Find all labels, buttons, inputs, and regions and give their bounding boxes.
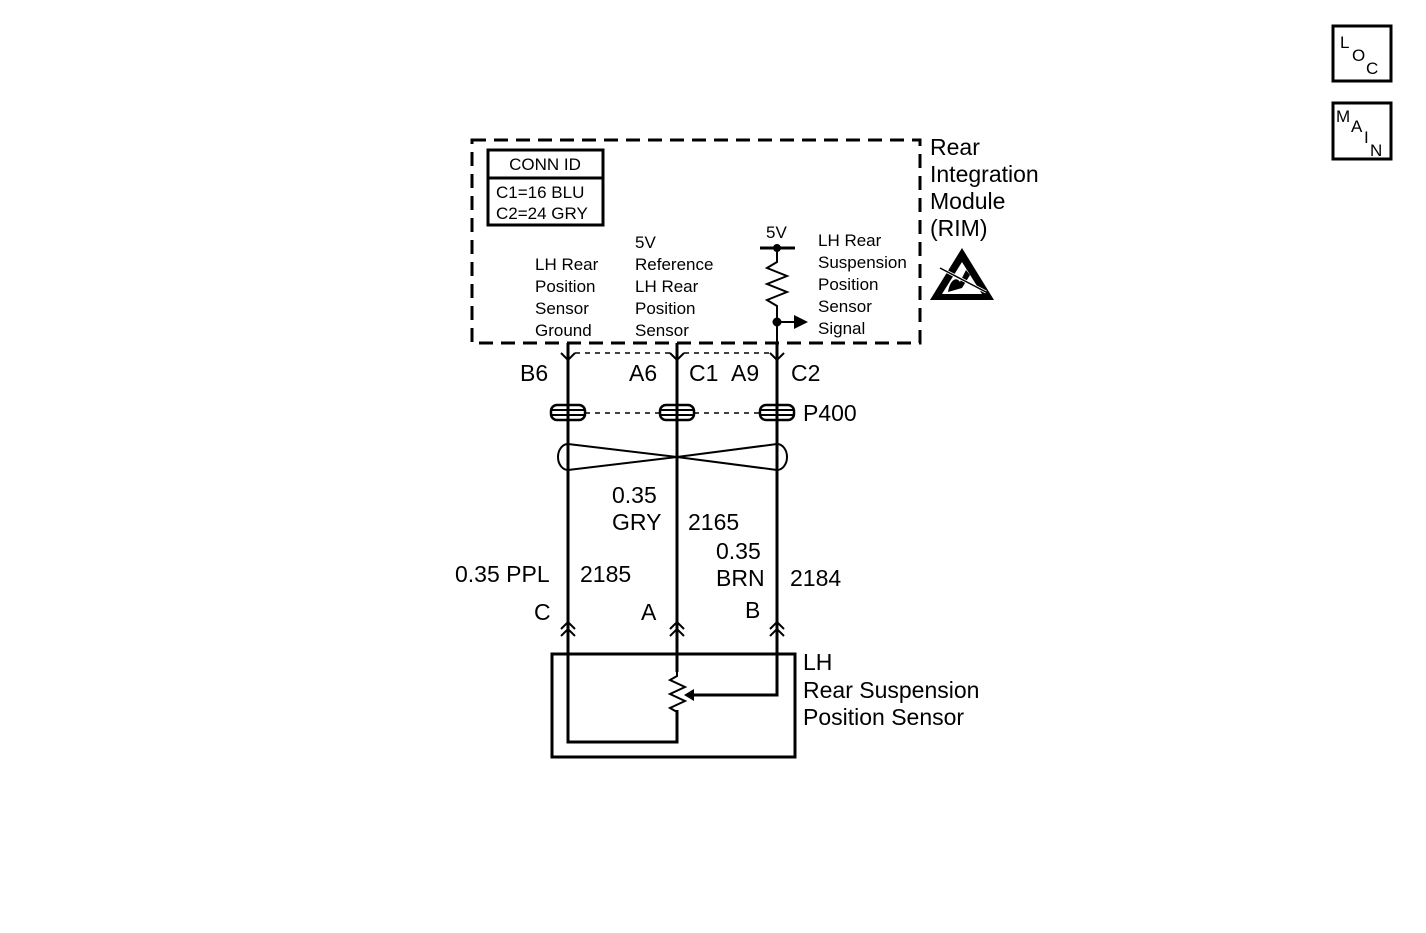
rim-title-line-2: Integration	[930, 161, 1039, 187]
ground-wire-circuit: 2185	[580, 561, 631, 587]
main-button-letter-3: I	[1364, 128, 1369, 147]
sensor-body	[550, 652, 797, 759]
signal-wire-gauge: 0.35	[716, 538, 761, 564]
main-button-letter-2: A	[1351, 117, 1363, 136]
pin-b6-label: B6	[520, 360, 548, 386]
reference-label-line-2: Reference	[635, 255, 713, 274]
main-button-letter-1: M	[1336, 107, 1350, 126]
conn-c1-label: C1	[689, 360, 718, 386]
p400-connector	[549, 403, 796, 422]
sensor-title-line-2: Rear Suspension	[803, 677, 979, 703]
rim-title-line-3: Module	[930, 188, 1005, 214]
signal-label-line-5: Signal	[818, 319, 865, 338]
signal-label-line-3: Position	[818, 275, 878, 294]
signal-wire-color: BRN	[716, 565, 765, 591]
ground-label-line-2: Position	[535, 277, 595, 296]
pullup-resistor-symbol	[760, 244, 808, 343]
rim-module-title: Rear Integration Module (RIM)	[930, 134, 1039, 241]
pin-a9-label: A9	[731, 360, 759, 386]
sensor-title-line-3: Position Sensor	[803, 704, 964, 730]
reference-wire-circuit: 2165	[688, 509, 739, 535]
conn-id-box: CONN ID C1=16 BLU C2=24 GRY	[486, 148, 605, 227]
loc-button-letter-2: O	[1352, 46, 1365, 65]
reference-internal-label: 5V Reference LH Rear Position Sensor	[635, 233, 713, 340]
main-button-letter-4: N	[1370, 141, 1382, 160]
loc-button-letter-3: C	[1366, 59, 1378, 78]
rim-module-outline	[470, 138, 922, 345]
reference-label-line-3: LH Rear	[635, 277, 699, 296]
wire-signal-2184	[694, 343, 779, 697]
ground-label-line-1: LH Rear	[535, 255, 599, 274]
signal-label-line-2: Suspension	[818, 253, 907, 272]
module-pin-terminals	[560, 352, 785, 362]
reference-wire-color: GRY	[612, 509, 661, 535]
terminal-c-label: C	[534, 599, 551, 625]
ground-label-line-3: Sensor	[535, 299, 589, 318]
reference-label-line-1: 5V	[635, 233, 656, 252]
signal-label-line-1: LH Rear	[818, 231, 882, 250]
conn-id-line-2: C2=24 GRY	[496, 204, 588, 223]
terminal-b-label: B	[745, 597, 760, 623]
loc-button[interactable]: L O C	[1331, 24, 1393, 83]
ground-wire-gauge-color: 0.35 PPL	[455, 561, 550, 587]
esd-sensitive-icon	[930, 248, 994, 300]
conn-c2-label: C2	[791, 360, 820, 386]
ground-label-line-4: Ground	[535, 321, 592, 340]
signal-wire-circuit: 2184	[790, 565, 841, 591]
ground-internal-label: LH Rear Position Sensor Ground	[535, 255, 599, 340]
terminal-a-label: A	[641, 599, 657, 625]
loc-button-letter-1: L	[1340, 33, 1349, 52]
main-button[interactable]: M A I N	[1331, 101, 1393, 161]
rim-title-line-1: Rear	[930, 134, 980, 160]
signal-label-line-4: Sensor	[818, 297, 872, 316]
twisted-pair-symbol	[557, 442, 788, 472]
reference-label-line-4: Position	[635, 299, 695, 318]
conn-id-header: CONN ID	[509, 155, 581, 174]
pin-a6-label: A6	[629, 360, 657, 386]
signal-internal-label: LH Rear Suspension Position Sensor Signa…	[818, 231, 907, 338]
reference-wire-gauge: 0.35	[612, 482, 657, 508]
wire-ground-2185	[566, 343, 679, 744]
rim-title-line-4: (RIM)	[930, 215, 987, 241]
sensor-connector-terminals	[560, 620, 785, 637]
conn-id-line-1: C1=16 BLU	[496, 183, 584, 202]
p400-label: P400	[803, 400, 857, 426]
supply-5v-label: 5V	[766, 223, 787, 242]
sensor-title-line-1: LH	[803, 649, 832, 675]
potentiometer-symbol	[667, 672, 694, 716]
sensor-title: LH Rear Suspension Position Sensor	[803, 649, 979, 730]
reference-label-line-5: Sensor	[635, 321, 689, 340]
